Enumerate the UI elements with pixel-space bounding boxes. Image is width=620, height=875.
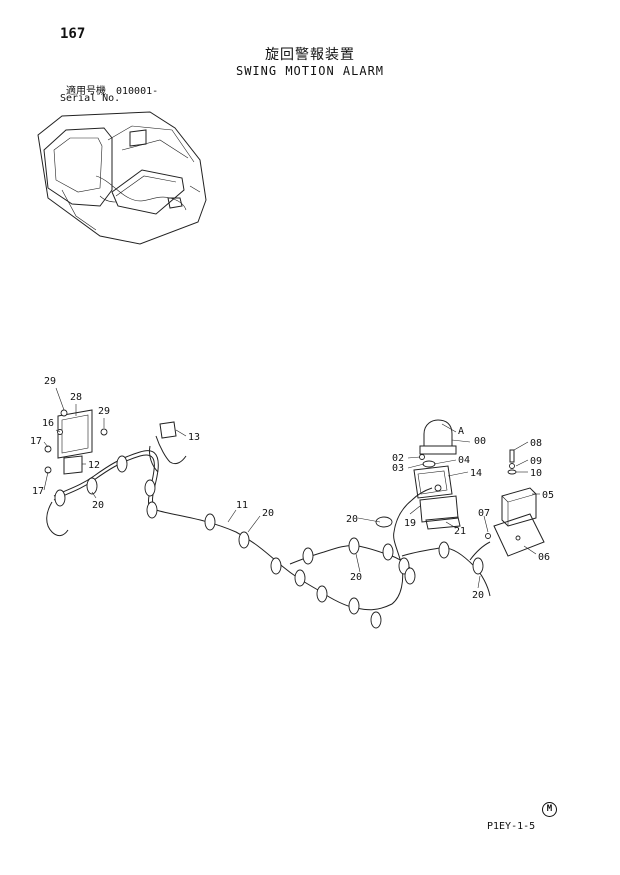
callout-14: 14 [470,468,482,479]
callout-20: 20 [92,500,104,511]
callout-10: 10 [530,468,542,479]
callout-04: 04 [458,455,470,466]
clamp-markers [54,455,484,629]
title-japanese: 旋回警報装置 [265,47,355,63]
callout-17: 17 [30,436,42,447]
callout-A: A [458,426,464,437]
serial-label-english: Serial No. [60,93,121,104]
callout-29: 29 [44,376,56,387]
callout-09: 09 [530,456,542,467]
callout-17: 17 [32,486,44,497]
beacon-light [413,419,461,530]
callout-29: 29 [98,406,110,417]
main-harness [46,450,491,611]
alarm-box [485,449,545,557]
callout-labels: 29 28 29 16 17 12 17 20 13 11 20 A 00 02… [30,376,554,601]
callout-05: 05 [542,490,554,501]
callout-12: 12 [88,460,100,471]
page-number: 167 [60,26,86,42]
callout-19: 19 [404,518,416,529]
callout-00: 00 [474,436,486,447]
title-english: SWING MOTION ALARM [235,64,385,78]
connector-13 [149,421,187,473]
serial-label-japanese: 適用号機 010001- [66,86,159,97]
callout-20: 20 [262,508,274,519]
callout-21: 21 [454,526,466,537]
callout-11: 11 [236,500,248,511]
callout-28: 28 [70,392,82,403]
callout-03: 03 [392,463,404,474]
callout-07: 07 [478,508,490,519]
callout-20: 20 [350,572,362,583]
callout-16: 16 [42,418,54,429]
left-bracket-assembly [44,409,108,475]
callout-08: 08 [530,438,542,449]
callout-20: 20 [346,514,358,525]
page-code: P1EY-1-5 [487,821,536,832]
callout-13: 13 [188,432,200,443]
callout-02: 02 [392,453,404,464]
callout-06: 06 [538,552,550,563]
leader-lines [43,387,540,589]
machine-overview-sketch [37,111,207,245]
m-circle-mark: M [542,802,557,817]
callout-20: 20 [472,590,484,601]
